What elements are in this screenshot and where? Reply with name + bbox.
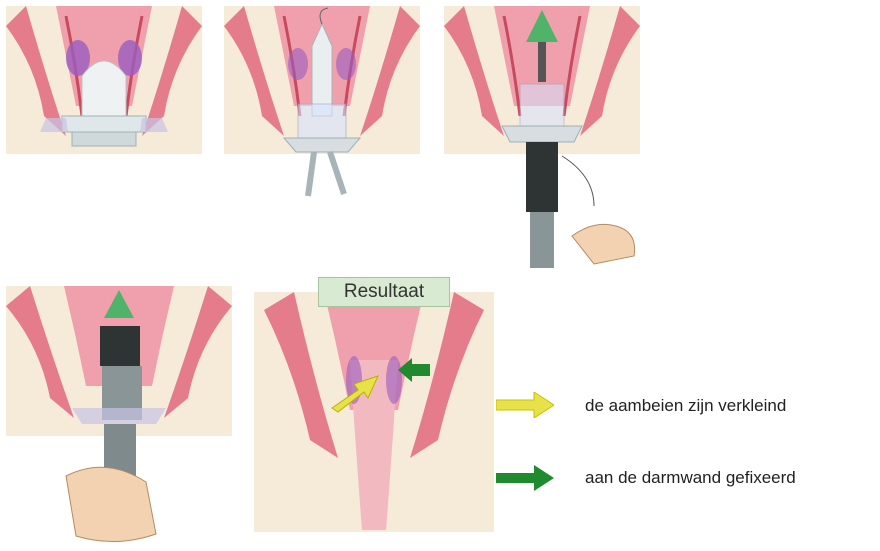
- arrow-right-icon: [496, 392, 554, 418]
- step-2-purse-string-suture-illustration: [224, 6, 420, 202]
- result-illustration: [254, 280, 494, 548]
- legend-item-fixed: [496, 465, 554, 491]
- legend-text-reduced: de aambeien zijn verkleind: [585, 396, 786, 416]
- step-4-stapler-firing-illustration: [6, 286, 232, 548]
- step-1-anoscope-insertion-illustration: [6, 6, 202, 154]
- legend-text-fixed: aan de darmwand gefixeerd: [585, 468, 796, 488]
- legend-item-reduced: [496, 392, 554, 418]
- arrow-right-icon: [496, 465, 554, 491]
- result-label: Resultaat: [318, 277, 450, 307]
- step-3-stapler-insertion-illustration: [444, 6, 640, 268]
